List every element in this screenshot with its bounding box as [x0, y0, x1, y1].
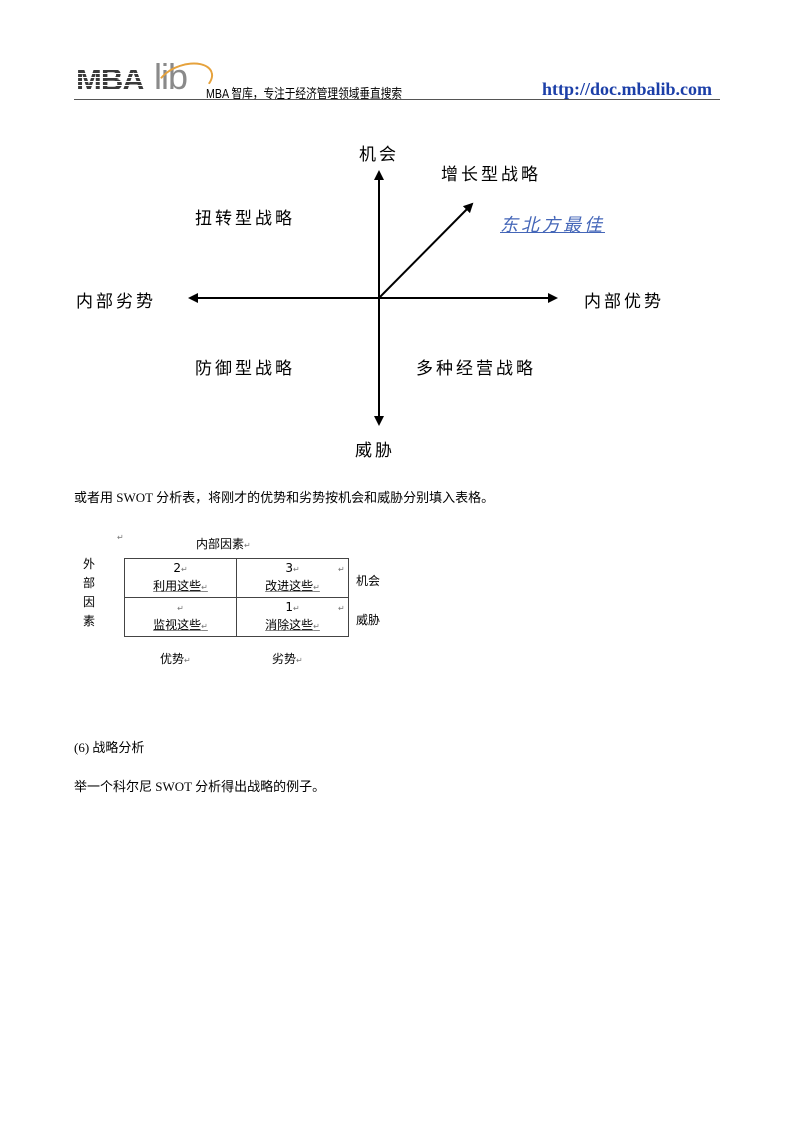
- cell-priority: 2↵: [173, 561, 188, 575]
- table-cell: 2↵ 利用这些↵: [124, 558, 237, 598]
- external-label-char: 部: [82, 576, 95, 590]
- row-label-threat: 威胁: [356, 613, 381, 627]
- cell-priority: 3↵: [285, 561, 300, 575]
- axis-label-internal-weakness: 内部劣势: [76, 292, 156, 312]
- swot-title-text: 内部因素: [196, 537, 245, 551]
- quadrant-growth-strategy: 增长型战略: [441, 165, 541, 185]
- paragraph-mark-icon: ↵: [117, 533, 124, 542]
- table-cell: 1↵ 消除这些↵: [236, 597, 349, 637]
- quadrant-diversification-strategy: 多种经营战略: [416, 359, 536, 379]
- axis-label-internal-strength: 内部优势: [584, 292, 664, 312]
- cell-action: 利用这些↵: [153, 579, 208, 593]
- table-row: ↵ 监视这些↵ 1↵ 消除这些↵: [124, 597, 349, 637]
- cell-priority: 1↵: [285, 600, 300, 614]
- cell-priority: ↵: [177, 604, 184, 613]
- paragraph-mark-icon: ↵: [338, 565, 345, 574]
- cell-action: 消除这些↵: [265, 618, 320, 632]
- swot-table-title: 内部因素↵: [196, 535, 251, 552]
- logo-mba-text: MBA: [76, 62, 145, 97]
- external-label-char: 外: [82, 557, 95, 571]
- column-label-strength: 优势↵: [160, 652, 191, 666]
- section-heading-strategy-analysis: (6) 战略分析: [74, 740, 145, 755]
- northeast-arrow: [378, 202, 474, 299]
- mbalib-logo: MBA lib: [76, 55, 218, 107]
- axis-label-opportunity: 机会: [359, 145, 399, 165]
- quadrant-defensive-strategy: 防御型战略: [195, 359, 295, 379]
- logo-lib-text: lib: [154, 56, 188, 97]
- row-label-opportunity: 机会: [356, 574, 381, 588]
- swot-strategy-diagram: [188, 170, 558, 426]
- column-label-weakness: 劣势↵: [272, 652, 303, 666]
- axis-label-threat: 威胁: [355, 441, 395, 461]
- header-divider: [74, 99, 720, 100]
- paragraph-mark-icon: ↵: [338, 604, 345, 613]
- external-label-char: 因: [82, 595, 95, 609]
- table-cell: 3↵ 改进这些↵: [236, 558, 349, 598]
- cell-action: 监视这些↵: [153, 618, 208, 632]
- header-tagline: MBA 智库，专注于经济管理领域垂直搜索: [206, 86, 403, 101]
- cell-action: 改进这些↵: [265, 579, 320, 593]
- table-cell: ↵ 监视这些↵: [124, 597, 237, 637]
- table-row: 2↵ 利用这些↵ 3↵ 改进这些↵: [124, 558, 349, 598]
- paragraph-swot-table-intro: 或者用 SWOT 分析表，将刚才的优势和劣势按机会和威胁分别填入表格。: [74, 490, 495, 505]
- external-label-char: 素: [82, 614, 95, 628]
- quadrant-turnaround-strategy: 扭转型战略: [195, 209, 295, 229]
- swot-external-factors-label: 外 部 因 素: [82, 555, 96, 631]
- northeast-best-annotation: 东北方最佳: [500, 215, 605, 236]
- paragraph-mark-icon: ↵: [244, 541, 251, 550]
- paragraph-kearney-example: 举一个科尔尼 SWOT 分析得出战略的例子。: [74, 779, 326, 794]
- swot-matrix-table: 2↵ 利用这些↵ 3↵ 改进这些↵ ↵ 监视这些↵ 1↵ 消除这些↵: [124, 558, 349, 637]
- header-url-link[interactable]: http://doc.mbalib.com: [542, 79, 713, 99]
